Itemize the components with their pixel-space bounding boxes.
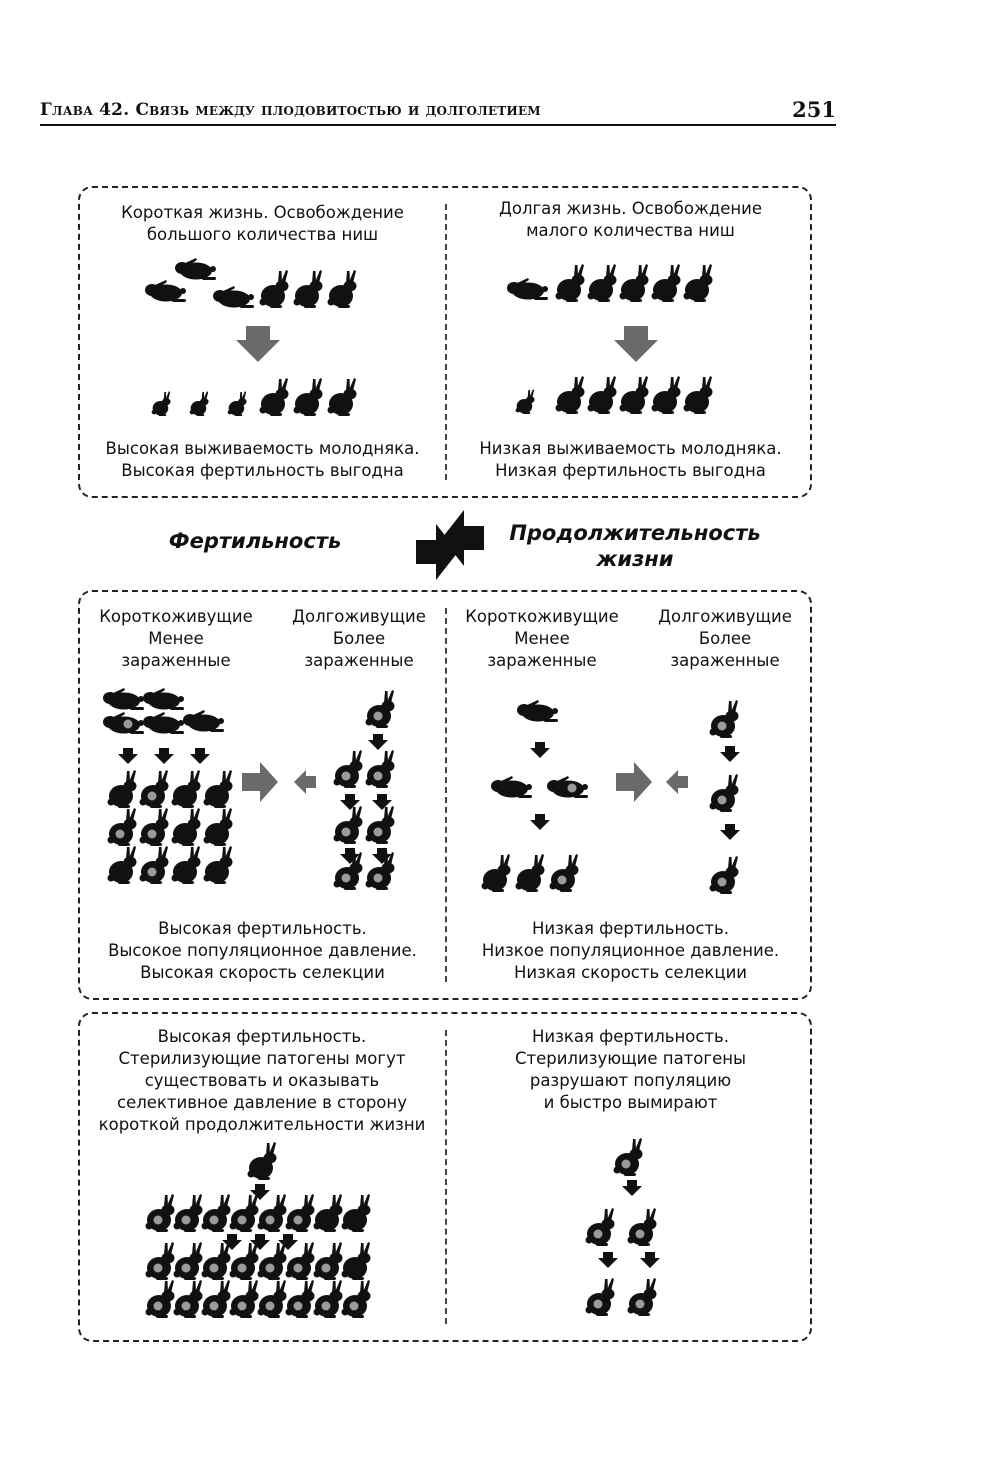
panel-divider xyxy=(445,204,447,480)
panel-infection: Короткоживущие Менее зараженные Долгожив… xyxy=(78,590,812,1000)
infected-rabbit-icon xyxy=(586,1208,657,1246)
infected-rabbit-icon xyxy=(586,1278,657,1316)
chapter-title: Глава 42. Связь между плодовитостью и до… xyxy=(40,100,541,120)
right-arrow-icon xyxy=(616,762,652,802)
page-number: 251 xyxy=(792,97,836,122)
down-arrow-icon xyxy=(530,814,550,830)
rabbit-icon xyxy=(151,378,357,416)
left-arrow-icon xyxy=(294,770,316,794)
panel-niches: Короткая жизнь. Освобождение большого ко… xyxy=(78,186,812,498)
rabbit-icon xyxy=(481,854,579,892)
infected-rabbit-icon xyxy=(146,1194,371,1232)
right-short-lived-caption: Короткоживущие Менее зараженные xyxy=(465,607,619,670)
panel-divider xyxy=(445,1030,447,1324)
rabbit-icon xyxy=(145,258,357,308)
short-life-caption: Короткая жизнь. Освобождение большого ко… xyxy=(121,203,404,244)
down-arrow-icon xyxy=(236,326,280,362)
down-arrow-icon xyxy=(118,748,210,764)
down-arrow-icon xyxy=(222,1234,298,1250)
infected-rabbit-icon xyxy=(614,1138,643,1176)
right-arrow-icon xyxy=(242,762,278,802)
low-survival-caption: Низкая выживаемость молодняка. Низкая фе… xyxy=(479,439,782,480)
down-arrow-icon xyxy=(598,1252,660,1268)
running-header: Глава 42. Связь между плодовитостью и до… xyxy=(40,94,836,126)
pathogen-illustration xyxy=(80,1014,660,1344)
panel-pathogens: Высокая фертильность. Стерилизующие пато… xyxy=(78,1012,812,1342)
rabbit-lying-icon xyxy=(517,700,558,722)
fertility-label: Фертильность xyxy=(168,529,342,553)
high-fertility-pathogen-caption: Высокая фертильность. Стерилизующие пато… xyxy=(98,1027,426,1134)
rabbit-icon xyxy=(507,264,713,302)
high-survival-caption: Высокая выживаемость молодняка. Высокая … xyxy=(105,439,420,480)
down-arrow-icon xyxy=(622,1180,642,1196)
lifespan-label: Продолжительность жизни xyxy=(509,521,761,571)
down-arrow-icon xyxy=(614,326,658,362)
left-long-lived-caption: Долгоживущие Более зараженные xyxy=(292,607,426,670)
long-life-caption: Долгая жизнь. Освобождение малого количе… xyxy=(498,199,763,240)
left-arrow-icon xyxy=(666,770,688,794)
down-arrow-icon xyxy=(340,734,392,864)
down-arrow-icon xyxy=(530,742,550,758)
infected-rabbit-icon xyxy=(146,1242,371,1318)
rabbit-lying-icon xyxy=(491,776,588,798)
right-long-lived-caption: Долгоживущие Более зараженные xyxy=(658,607,792,670)
low-fertility-pathogen-caption: Низкая фертильность. Стерилизующие патог… xyxy=(514,1027,747,1112)
down-arrow-icon xyxy=(250,1184,270,1200)
left-arrow-icon xyxy=(442,510,484,566)
rabbit-lying-icon xyxy=(103,688,224,734)
infected-rabbit-icon xyxy=(710,700,739,894)
rabbit-icon xyxy=(247,1142,277,1180)
left-short-lived-caption: Короткоживущие Менее зараженные xyxy=(99,607,253,670)
low-pressure-caption: Низкая фертильность. Низкое популяционно… xyxy=(481,919,780,982)
high-pressure-caption: Высокая фертильность. Высокое популяцион… xyxy=(108,919,417,982)
right-arrow-icon xyxy=(416,524,458,580)
exchange-arrows xyxy=(416,510,484,580)
rabbit-icon xyxy=(515,376,713,414)
panel-divider xyxy=(445,608,447,982)
infected-rabbit-icon xyxy=(107,770,233,884)
